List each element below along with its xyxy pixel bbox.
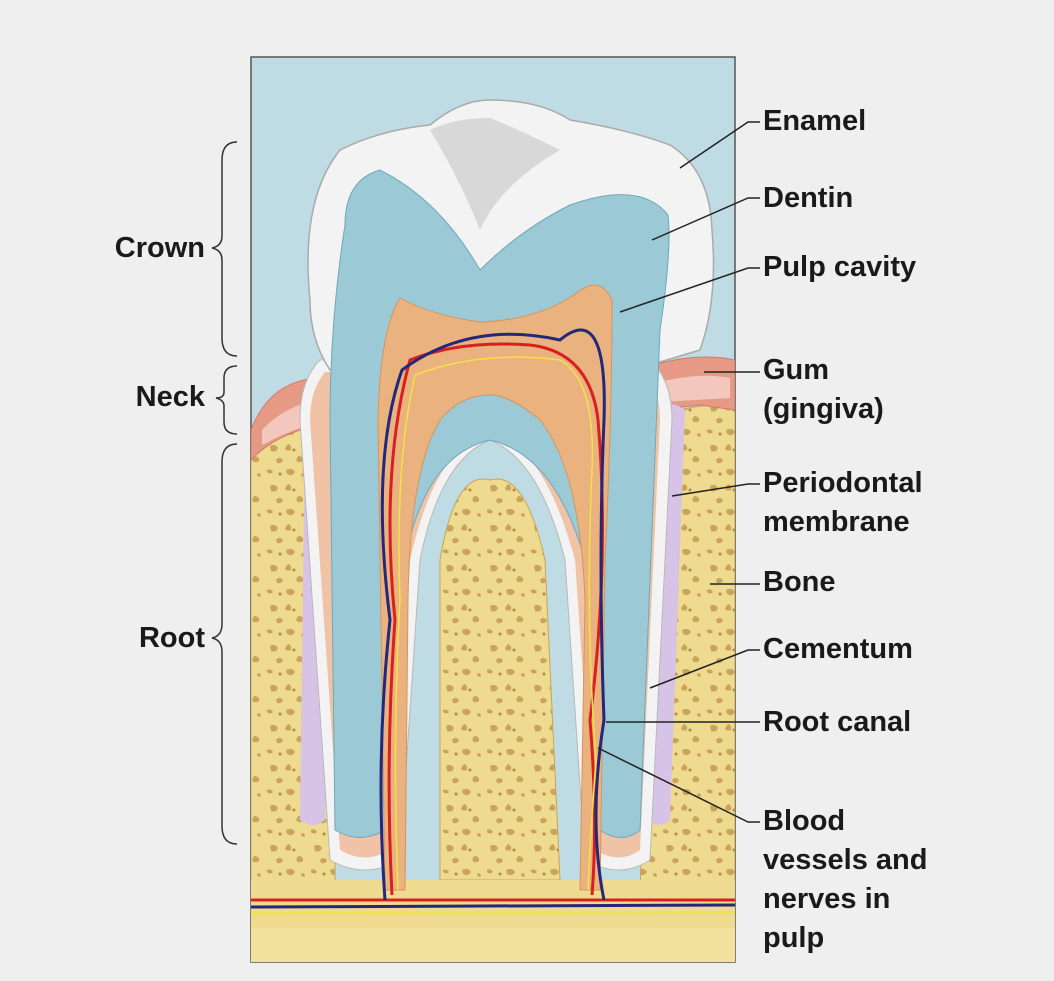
periodontal-label-line2: membrane — [763, 506, 910, 538]
periodontal-leader — [671, 483, 760, 497]
pulp-cavity-label: Pulp cavity — [763, 251, 917, 283]
neck-label: Neck — [135, 381, 205, 413]
crown-label: Crown — [114, 232, 205, 264]
cementum-leader — [649, 649, 760, 689]
gum-right-inner — [660, 375, 730, 402]
dentin-label: Dentin — [763, 182, 854, 214]
root-brace — [211, 443, 238, 845]
dentin-leader — [651, 197, 760, 241]
gum-label-line1: Gum — [763, 354, 830, 386]
cementum-label: Cementum — [763, 633, 913, 665]
bone-base-lower — [251, 928, 735, 962]
vein-left-root — [379, 328, 606, 901]
bone-interradicular — [439, 478, 561, 881]
bone-label: Bone — [763, 566, 836, 598]
vessels-label-line2: vessels and — [763, 844, 928, 876]
crown-cusp-shade — [430, 118, 560, 230]
pulp-cavity — [377, 284, 613, 891]
nerve-left-root — [394, 356, 597, 891]
vein — [251, 903, 735, 909]
artery-left-root — [387, 342, 604, 896]
crown-brace — [211, 141, 238, 357]
vessels-label-line1: Blood — [763, 805, 846, 837]
neck-brace — [215, 365, 238, 435]
vessels-label-line3: nerves in — [763, 883, 891, 915]
vessels-leader — [597, 747, 760, 823]
root-canal-label: Root canal — [763, 706, 912, 738]
leader-lines — [597, 121, 760, 823]
region-braces — [211, 141, 238, 845]
periodontal-label-line1: Periodontal — [763, 467, 923, 499]
gum-label-line2: (gingiva) — [763, 393, 884, 425]
pulp-cavity-leader — [619, 267, 760, 313]
nerve — [251, 911, 735, 914]
enamel-leader — [679, 121, 760, 169]
vessels-label-line4: pulp — [763, 922, 825, 954]
root-label: Root — [138, 622, 205, 654]
enamel-label: Enamel — [763, 105, 867, 137]
